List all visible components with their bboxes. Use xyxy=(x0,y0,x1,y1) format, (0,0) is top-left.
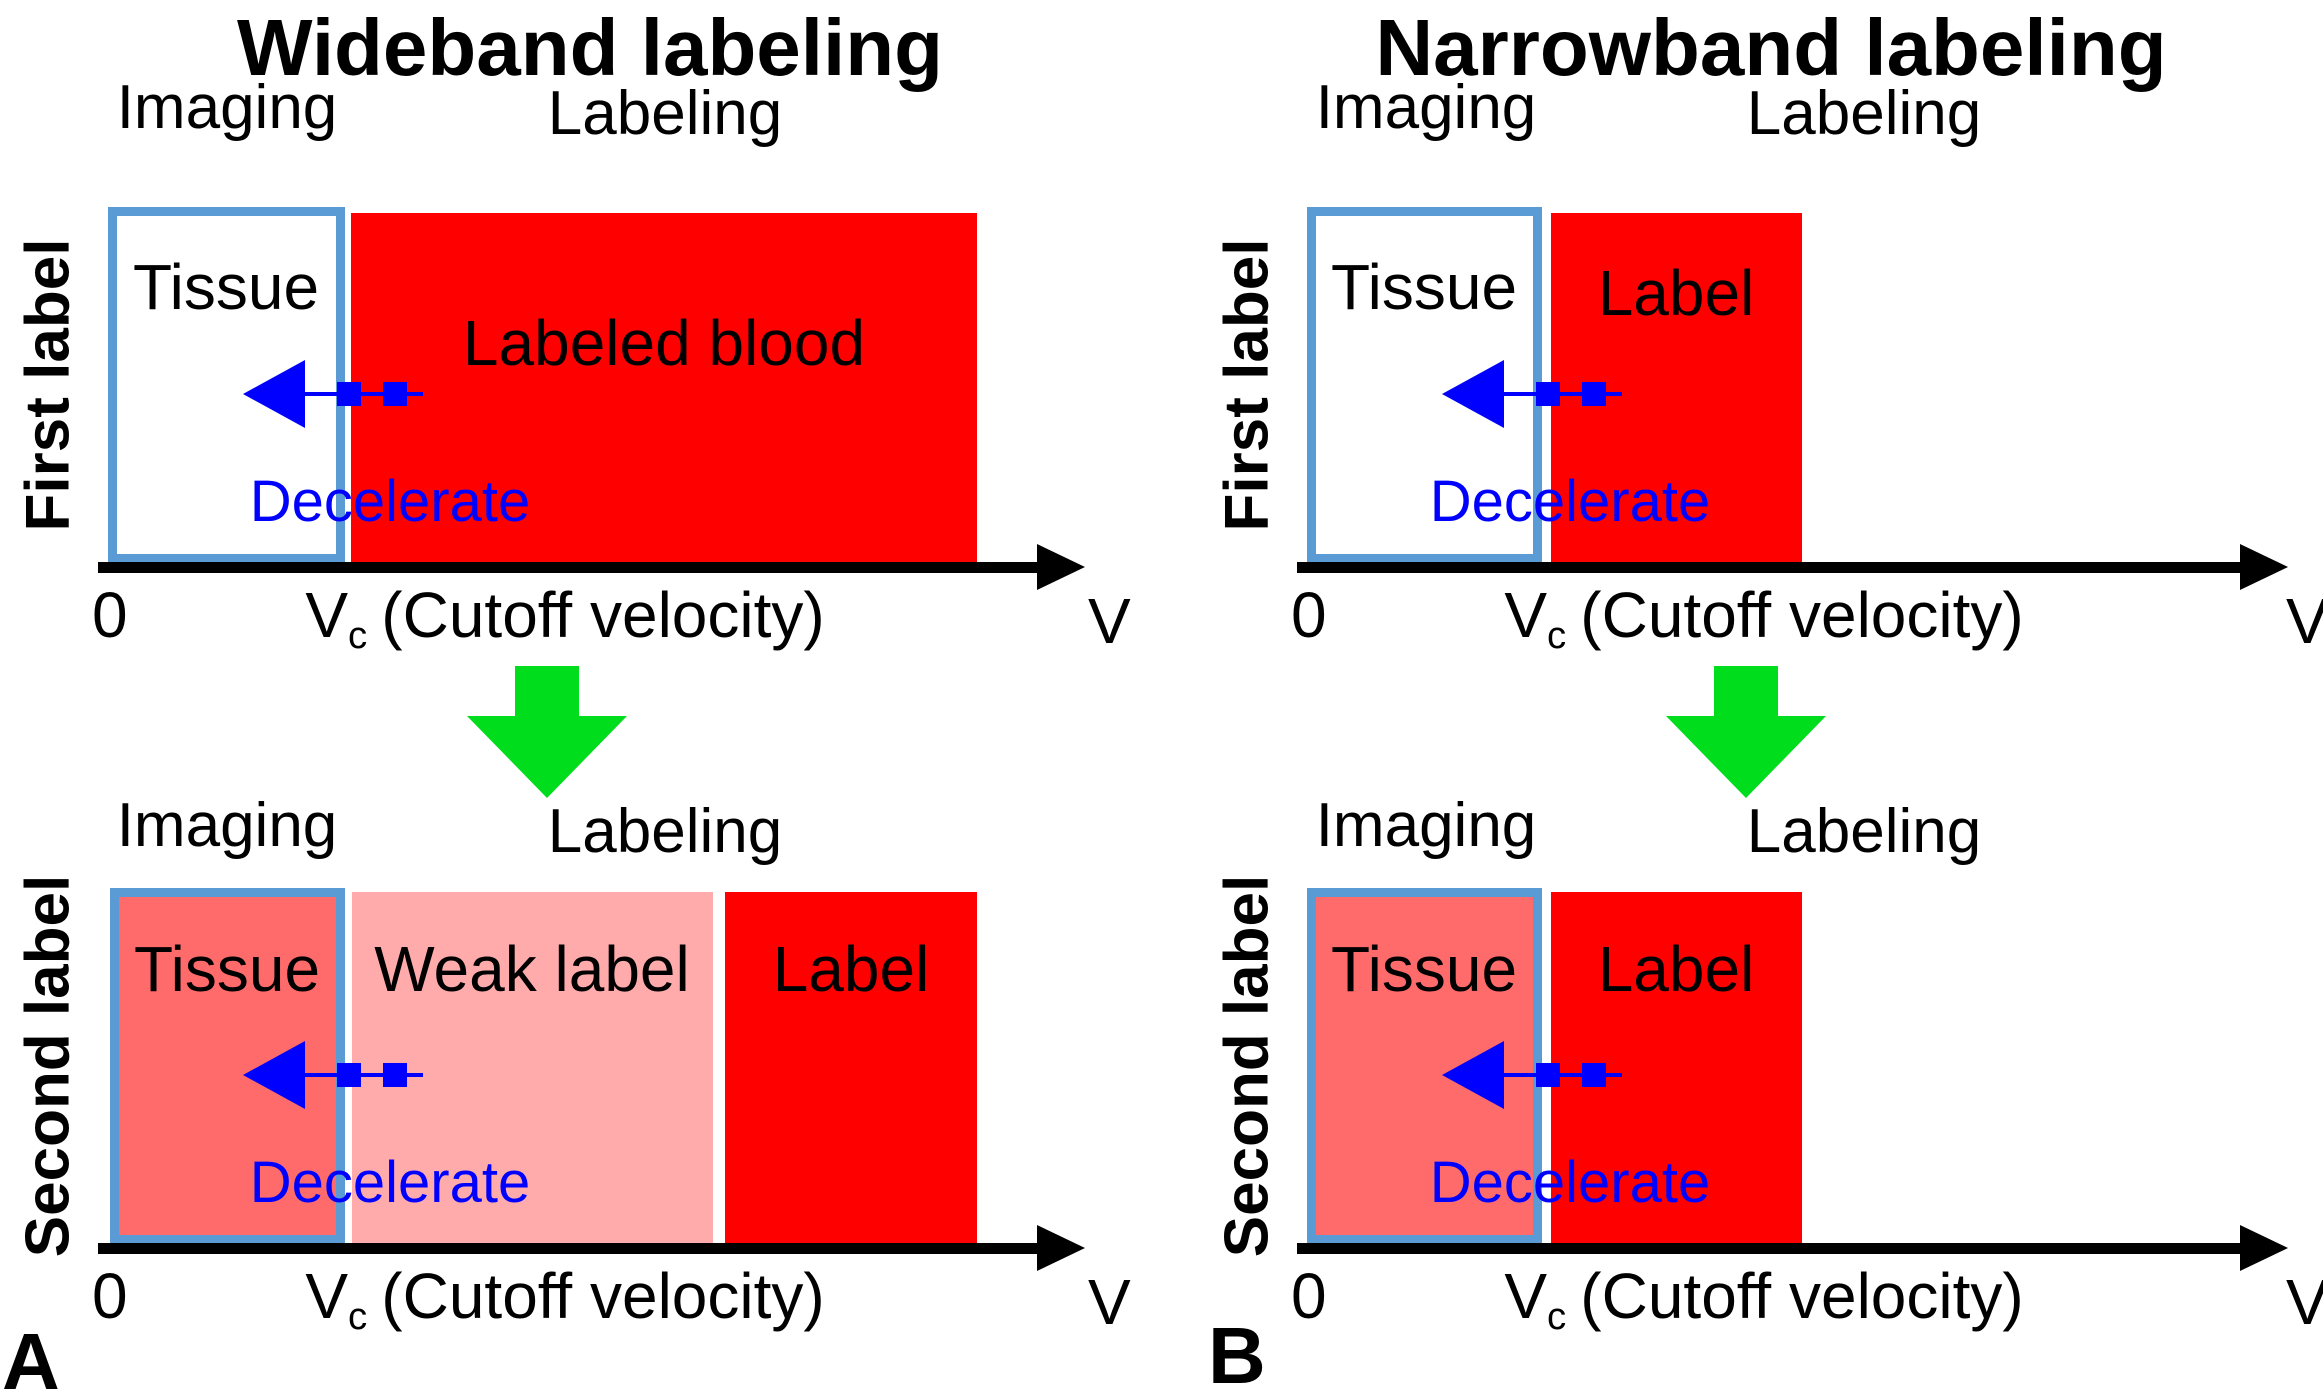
vc-subscript: c xyxy=(1547,1294,1567,1338)
vc-symbol: V xyxy=(305,579,348,651)
origin-label: 0 xyxy=(92,579,128,651)
cutoff-text: (Cutoff velocity) xyxy=(381,579,825,651)
tissue-box xyxy=(108,207,345,563)
arrow-head xyxy=(1442,1041,1504,1109)
velocity-axis xyxy=(1297,562,2242,573)
cutoff-text: (Cutoff velocity) xyxy=(381,1260,825,1332)
label-label: Label xyxy=(772,933,930,1005)
row-label-second: Second label xyxy=(13,874,83,1258)
origin-label: 0 xyxy=(1291,579,1327,651)
column-header-imaging: Imaging xyxy=(116,73,338,142)
arrow-dash xyxy=(1582,382,1606,406)
arrow-head xyxy=(243,360,305,428)
vc-symbol: V xyxy=(1504,1260,1547,1332)
vc-symbol: V xyxy=(1504,579,1547,651)
column-header-imaging: Imaging xyxy=(1315,73,1537,142)
velocity-symbol: V xyxy=(1088,585,1131,657)
vc-subscript: c xyxy=(1547,613,1567,657)
column-header-labeling: Labeling xyxy=(547,797,783,866)
cutoff-velocity-label: Vc (Cutoff velocity) xyxy=(1504,1259,2023,1339)
decelerate-label: Decelerate xyxy=(1429,1150,1711,1215)
panel-letter: A xyxy=(2,1317,60,1398)
row-label-second: Second label xyxy=(1212,874,1282,1258)
panel-title-wideband: Wideband labeling xyxy=(237,3,943,92)
tissue-label: Tissue xyxy=(132,251,320,323)
velocity-axis xyxy=(98,562,1048,573)
axis-arrowhead-icon xyxy=(2240,544,2288,590)
tissue-label: Tissue xyxy=(133,933,321,1005)
arrow-head xyxy=(243,1041,305,1109)
column-header-imaging: Imaging xyxy=(1315,791,1537,860)
arrow-dash xyxy=(383,382,407,406)
down-arrow-icon xyxy=(1666,666,1826,798)
arrow-head xyxy=(1442,360,1504,428)
row-label-first: First label xyxy=(13,238,83,532)
panel-letter: B xyxy=(1208,1311,1266,1398)
column-header-labeling: Labeling xyxy=(547,79,783,148)
axis-arrowhead-icon xyxy=(1037,544,1085,590)
column-header-labeling: Labeling xyxy=(1746,797,1982,866)
arrow-dash xyxy=(1536,382,1560,406)
column-header-imaging: Imaging xyxy=(116,791,338,860)
velocity-symbol: V xyxy=(2286,1266,2323,1338)
cutoff-velocity-label: Vc (Cutoff velocity) xyxy=(305,578,824,658)
row-label-first: First label xyxy=(1212,238,1282,532)
decelerate-arrow-icon xyxy=(1442,1041,1627,1109)
cutoff-velocity-label: Vc (Cutoff velocity) xyxy=(1504,578,2023,658)
column-header-labeling: Labeling xyxy=(1746,79,1982,148)
velocity-symbol: V xyxy=(1088,1266,1131,1338)
weak-label: Weak label xyxy=(374,933,690,1005)
tissue-label: Tissue xyxy=(1330,933,1518,1005)
tissue-box xyxy=(110,888,345,1244)
decelerate-label: Decelerate xyxy=(249,1150,531,1215)
decelerate-label: Decelerate xyxy=(1429,469,1711,534)
velocity-axis xyxy=(98,1243,1048,1254)
cutoff-text: (Cutoff velocity) xyxy=(1580,1260,2024,1332)
vc-subscript: c xyxy=(348,613,368,657)
label-label: Label xyxy=(1597,933,1755,1005)
vc-symbol: V xyxy=(305,1260,348,1332)
arrow-dash xyxy=(383,1063,407,1087)
label-box xyxy=(725,892,977,1244)
arrow-dash xyxy=(337,382,361,406)
labeled-blood-box xyxy=(351,213,977,563)
down-arrow-icon xyxy=(467,666,627,798)
decelerate-arrow-icon xyxy=(1442,360,1627,428)
origin-label: 0 xyxy=(1291,1260,1327,1332)
origin-label: 0 xyxy=(92,1260,128,1332)
cutoff-velocity-label: Vc (Cutoff velocity) xyxy=(305,1259,824,1339)
velocity-symbol: V xyxy=(2286,585,2323,657)
tissue-label: Tissue xyxy=(1330,251,1518,323)
axis-arrowhead-icon xyxy=(1037,1225,1085,1271)
decelerate-label: Decelerate xyxy=(249,469,531,534)
arrow-dash xyxy=(1536,1063,1560,1087)
velocity-axis xyxy=(1297,1243,2242,1254)
axis-arrowhead-icon xyxy=(2240,1225,2288,1271)
label-label: Label xyxy=(1597,257,1755,329)
arrow-dash xyxy=(337,1063,361,1087)
vc-subscript: c xyxy=(348,1294,368,1338)
arrow-dash xyxy=(1582,1063,1606,1087)
weak-label-box xyxy=(352,892,713,1244)
labeled-blood-label: Labeled blood xyxy=(462,307,866,379)
panel-title-narrowband: Narrowband labeling xyxy=(1375,3,2167,92)
cutoff-text: (Cutoff velocity) xyxy=(1580,579,2024,651)
decelerate-arrow-icon xyxy=(243,1041,428,1109)
decelerate-arrow-icon xyxy=(243,360,428,428)
